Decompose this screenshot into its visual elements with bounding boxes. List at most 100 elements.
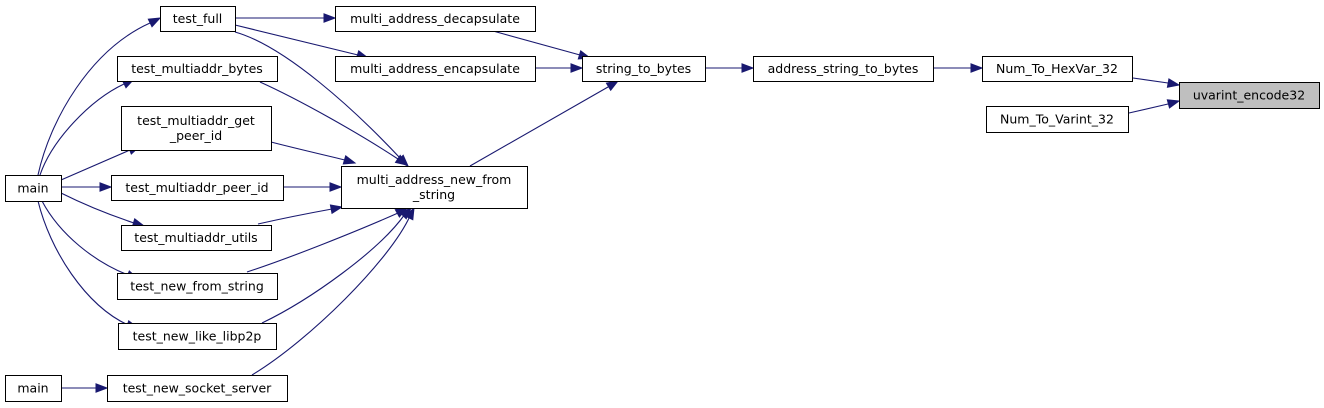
edge-test_multiaddr_bytes-to-multi_address_new_from_string <box>259 81 409 166</box>
node-label: address_string_to_bytes <box>768 61 919 76</box>
edge-multi_address_new_from_string-to-string_to_bytes <box>469 80 620 167</box>
node-label: _string <box>412 187 455 202</box>
node-label: multi_address_decapsulate <box>350 11 520 26</box>
edge-line <box>469 86 609 167</box>
node-label: _peer_id <box>169 128 222 143</box>
node-box <box>121 106 272 151</box>
edge-Num_To_Varint_32-to-uvarint_encode32 <box>1128 99 1181 114</box>
arrowhead-icon <box>605 80 620 92</box>
edge-line <box>37 200 129 326</box>
node-test-new-socket-server[interactable]: test_new_socket_server <box>107 375 288 402</box>
node-box <box>121 225 272 251</box>
node-box <box>335 6 536 32</box>
edge-line <box>251 215 411 376</box>
node-main-2[interactable]: main <box>5 375 62 402</box>
edge-line <box>234 24 359 56</box>
node-box <box>341 166 528 209</box>
node-box <box>1179 82 1320 109</box>
edge-line <box>261 213 406 324</box>
node-box <box>117 56 278 82</box>
node-address-string-to-bytes[interactable]: address_string_to_bytes <box>753 56 934 82</box>
node-box <box>582 56 706 82</box>
node-box <box>117 273 278 300</box>
node-label: uvarint_encode32 <box>1193 88 1305 103</box>
node-main-1[interactable]: main <box>5 175 62 202</box>
edge-test_full-to-multi_address_decapsulate <box>235 13 337 23</box>
edge-Num_To_HexVar_32-to-uvarint_encode32 <box>1132 77 1181 88</box>
edge-multi_address_decapsulate-to-string_to_bytes <box>492 30 592 60</box>
node-label: test_new_socket_server <box>123 381 272 396</box>
node-multi-address-new-from-string[interactable]: multi_address_new_from_string <box>341 166 528 209</box>
edge-line <box>492 30 581 56</box>
edge-connector <box>402 213 406 217</box>
edge-main_1-to-test_new_like_libp2p <box>37 200 140 330</box>
node-box <box>160 6 236 32</box>
node-test-new-like-libp2p[interactable]: test_new_like_libp2p <box>118 323 277 350</box>
edge-line <box>259 81 399 160</box>
node-box <box>111 175 284 201</box>
arrowhead-icon <box>323 13 337 23</box>
node-test-multiaddr-utils[interactable]: test_multiaddr_utils <box>121 225 272 251</box>
node-label: test_multiaddr_bytes <box>131 61 263 76</box>
node-label: test_multiaddr_peer_id <box>125 180 268 195</box>
edge-line <box>257 208 333 225</box>
node-box <box>335 56 536 82</box>
edge-line <box>1128 103 1169 114</box>
edge-main_2-to-test_new_socket_server <box>61 383 109 393</box>
node-test-multiaddr-bytes[interactable]: test_multiaddr_bytes <box>117 56 278 82</box>
edge-address_string_to_bytes-to-Num_To_HexVar_32 <box>934 63 984 73</box>
node-box <box>5 375 62 402</box>
node-test-multiaddr-peer-id[interactable]: test_multiaddr_peer_id <box>111 175 284 201</box>
edges-layer <box>37 13 1181 393</box>
edge-line <box>234 31 401 159</box>
edge-test_multiaddr_get_peer_id-to-multi_address_new_from_string <box>270 141 357 165</box>
edge-test_new_like_libp2p-to-multi_address_new_from_string <box>261 207 412 324</box>
nodes-layer: test_full multi_address_decapsulate test_m… <box>5 6 1320 402</box>
arrowhead-icon <box>147 17 162 28</box>
arrowhead-icon <box>95 383 109 393</box>
arrowhead-icon <box>342 154 357 165</box>
node-box <box>118 323 277 350</box>
edge-line <box>60 149 131 181</box>
node-test-full[interactable]: test_full <box>160 6 236 32</box>
arrowhead-icon <box>329 182 343 192</box>
edge-main_1-to-test_full <box>37 17 162 176</box>
arrowhead-icon <box>741 63 755 73</box>
node-num-to-varint-32[interactable]: Num_To_Varint_32 <box>986 106 1129 133</box>
arrowhead-icon <box>404 206 415 221</box>
node-label: main <box>17 181 48 196</box>
arrowhead-icon <box>1166 78 1181 88</box>
edge-string_to_bytes-to-address_string_to_bytes <box>706 63 755 73</box>
node-label: test_multiaddr_utils <box>134 230 257 245</box>
edge-line <box>60 192 135 224</box>
node-label: string_to_bytes <box>596 61 691 76</box>
node-multi-address-encapsulate[interactable]: multi_address_encapsulate <box>335 56 536 82</box>
edge-multi_address_encapsulate-to-string_to_bytes <box>535 63 584 73</box>
node-label: Num_To_Varint_32 <box>1000 112 1114 127</box>
node-num-to-hexvar-32[interactable]: Num_To_HexVar_32 <box>982 56 1133 82</box>
edge-test_multiaddr_peer_id-to-multi_address_new_from_string <box>283 182 343 192</box>
arrowhead-icon <box>99 182 113 192</box>
edge-line <box>270 141 346 161</box>
node-label: test_new_like_libp2p <box>133 329 262 344</box>
node-uvarint-encode32[interactable]: uvarint_encode32 <box>1179 82 1320 109</box>
node-string-to-bytes[interactable]: string_to_bytes <box>582 56 706 82</box>
edge-line <box>1132 77 1169 84</box>
node-label: Num_To_HexVar_32 <box>996 61 1118 76</box>
edge-main_1-to-test_multiaddr_get_peer_id <box>60 145 142 181</box>
node-label: multi_address_new_from <box>357 172 512 187</box>
edge-main_1-to-test_multiaddr_peer_id <box>61 182 113 192</box>
node-box <box>982 56 1133 82</box>
node-box <box>986 106 1129 133</box>
edge-line <box>37 22 151 176</box>
arrowhead-icon <box>329 204 344 215</box>
edge-test_new_socket_server-to-multi_address_new_from_string <box>251 206 415 376</box>
node-multi-address-decapsulate[interactable]: multi_address_decapsulate <box>335 6 536 32</box>
node-label: main <box>17 381 48 396</box>
node-test-new-from-string[interactable]: test_new_from_string <box>117 273 278 300</box>
edge-line <box>39 83 125 176</box>
arrowhead-icon <box>1166 99 1181 109</box>
node-label: test_multiaddr_get <box>137 113 255 128</box>
node-test-multiaddr-get-peer-id[interactable]: test_multiaddr_get_peer_id <box>121 106 272 151</box>
